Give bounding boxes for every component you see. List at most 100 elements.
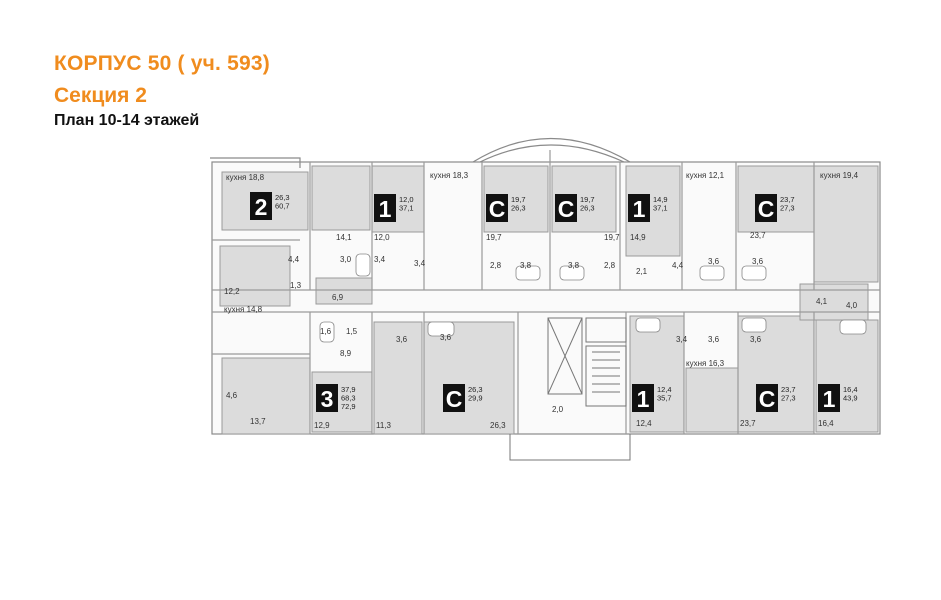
apartment-type-label: 1 [823, 386, 836, 412]
room-area-label: 13,7 [250, 417, 266, 426]
apartment-badge[interactable]: С 19,726,3 [486, 194, 526, 222]
apartment-area-value: 37,1 [399, 204, 414, 213]
room-area-label: 4,6 [226, 391, 238, 400]
section-title: Секция 2 [54, 84, 147, 107]
apartment-type-box [443, 384, 465, 412]
room-area-label: 12,9 [314, 421, 330, 430]
building-title: КОРПУС 50 ( уч. 593) [54, 52, 270, 75]
room-area-label: 1,6 [320, 327, 332, 336]
apartment-area-value: 37,9 [341, 385, 356, 394]
apartment-area-value: 27,3 [780, 204, 795, 213]
apartment-area-value: 35,7 [657, 394, 672, 403]
room-area-label: 19,7 [486, 233, 502, 242]
room-area-label: 6,9 [332, 293, 344, 302]
room-area-label: 3,4 [374, 255, 386, 264]
room-area-label: 4,4 [672, 261, 684, 270]
apartment-badge[interactable]: 3 37,968,372,9 [316, 384, 356, 412]
apartment-area-value: 26,3 [511, 204, 526, 213]
apartment-area-value: 16,4 [843, 385, 858, 394]
room-area-label: 3,4 [676, 335, 688, 344]
apartment-type-label: 3 [321, 386, 334, 412]
apartment-type-label: С [759, 386, 776, 412]
room-area-label: кухня 16,3 [686, 359, 725, 368]
apartment-area-value: 12,0 [399, 195, 414, 204]
room-area-label: 23,7 [740, 419, 756, 428]
apartment-area-value: 23,7 [780, 195, 795, 204]
room-area-label: 3,6 [752, 257, 764, 266]
apartment-area-value: 72,9 [341, 402, 356, 411]
apartment-area-value: 23,7 [781, 385, 796, 394]
bath-fixtures [319, 253, 867, 343]
apartment-type-box [756, 384, 778, 412]
room-area-label: 1,5 [346, 327, 358, 336]
room-area-label: 2,1 [636, 267, 648, 276]
apartment-type-box [818, 384, 840, 412]
room-area-label: 16,4 [818, 419, 834, 428]
apartment-area-value: 27,3 [781, 394, 796, 403]
room-area-label: 3,6 [750, 335, 762, 344]
apartment-type-label: С [489, 196, 506, 222]
apartment-type-box [316, 384, 338, 412]
room-area-label: 3,4 [414, 259, 426, 268]
room-area-label: 4,1 [816, 297, 828, 306]
apartment-area-value: 26,3 [275, 193, 290, 202]
apartment-type-label: 2 [255, 194, 268, 220]
apartment-badge[interactable]: 2 26,360,7 [250, 192, 290, 220]
apartment-type-label: С [758, 196, 775, 222]
apartment-badge[interactable]: С 23,727,3 [755, 194, 795, 222]
apartment-area-value: 19,7 [580, 195, 595, 204]
room-area-label: 4,0 [846, 301, 858, 310]
room-area-label: 3,6 [708, 335, 720, 344]
room-area-label: 14,9 [630, 233, 646, 242]
apartment-type-box [628, 194, 650, 222]
room-area-label: 2,0 [552, 405, 564, 414]
room-area-label: кухня 18,3 [430, 171, 469, 180]
room-area-label: кухня 14,8 [224, 305, 263, 314]
room-area-label: 3,6 [708, 257, 720, 266]
room-area-label: 12,0 [374, 233, 390, 242]
apartment-type-box [555, 194, 577, 222]
apartment-badge[interactable]: С 23,727,3 [756, 384, 796, 412]
apartment-area-value: 68,3 [341, 394, 356, 403]
apartment-type-box [486, 194, 508, 222]
room-area-label: 2,8 [490, 261, 502, 270]
apartment-type-box [755, 194, 777, 222]
apartment-type-box [632, 384, 654, 412]
room-area-label: 3,0 [340, 255, 352, 264]
room-area-label: 4,4 [288, 255, 300, 264]
apartment-area-value: 60,7 [275, 202, 290, 211]
apartment-area-value: 26,3 [468, 385, 483, 394]
apartment-type-box [374, 194, 396, 222]
room-area-label: 1,3 [290, 281, 302, 290]
room-area-label: 26,3 [490, 421, 506, 430]
apartment-badge[interactable]: 1 12,435,7 [632, 384, 672, 412]
room-area-label: 11,3 [376, 421, 392, 430]
apartment-type-box [250, 192, 272, 220]
room-area-label: 3,8 [520, 261, 532, 270]
apartment-area-value: 37,1 [653, 204, 668, 213]
room-area-label: 3,6 [396, 335, 408, 344]
room-area-label: 14,1 [336, 233, 352, 242]
stair-core [509, 317, 631, 461]
apartment-area-value: 14,9 [653, 195, 668, 204]
apartment-type-label: 1 [637, 386, 650, 412]
room-area-label: кухня 19,4 [820, 171, 859, 180]
apartment-type-label: С [558, 196, 575, 222]
room-area-label: кухня 12,1 [686, 171, 725, 180]
apartment-badge[interactable]: С 19,726,3 [555, 194, 595, 222]
apartment-area-value: 26,3 [580, 204, 595, 213]
room-area-label: 12,2 [224, 287, 240, 296]
apartment-area-value: 12,4 [657, 385, 672, 394]
room-area-label: 3,8 [568, 261, 580, 270]
room-area-label: 2,8 [604, 261, 616, 270]
apartment-type-label: С [446, 386, 463, 412]
apartment-area-value: 19,7 [511, 195, 526, 204]
room-area-label: 12,4 [636, 419, 652, 428]
room-area-label: 23,7 [750, 231, 766, 240]
room-area-label: 3,6 [440, 333, 452, 342]
